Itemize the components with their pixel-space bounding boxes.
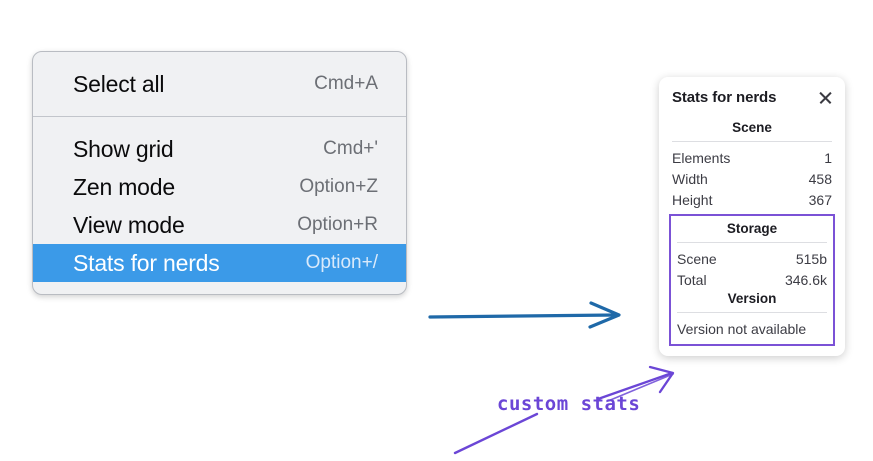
close-icon[interactable] [817, 89, 834, 106]
stat-row: Height 367 [672, 189, 832, 210]
blue-arrow-icon [428, 301, 621, 329]
scene-section-heading: Scene [732, 120, 772, 135]
version-section-heading: Version [727, 291, 777, 306]
menu-item-view-mode[interactable]: View mode Option+R [33, 206, 406, 244]
menu-item-shortcut: Option+R [297, 214, 378, 235]
menu-item-zen-mode[interactable]: Zen mode Option+Z [33, 168, 406, 206]
stat-value: 515b [795, 250, 827, 267]
context-menu: Select all Cmd+A Show grid Cmd+' Zen mod… [32, 51, 407, 295]
version-section-divider [677, 312, 827, 313]
stats-panel-title: Stats for nerds [672, 89, 777, 106]
stats-for-nerds-panel: Stats for nerds Scene Elements 1 Width 4… [659, 77, 845, 356]
menu-item-shortcut: Cmd+' [323, 138, 378, 159]
menu-item-shortcut: Cmd+A [314, 73, 378, 94]
version-section: Version Version not available [674, 290, 830, 339]
menu-item-label: Select all [73, 70, 165, 97]
stat-value: 346.6k [784, 271, 827, 288]
scene-section-divider [672, 141, 832, 142]
stat-key: Width [672, 170, 708, 187]
menu-item-show-grid[interactable]: Show grid Cmd+' [33, 130, 406, 168]
custom-stats-region: Storage Scene 515b Total 346.6k Version … [669, 214, 835, 346]
menu-item-stats-for-nerds[interactable]: Stats for nerds Option+/ [33, 244, 406, 282]
storage-section-divider [677, 242, 827, 243]
stat-row: Width 458 [672, 168, 832, 189]
version-value: Version not available [677, 321, 807, 337]
stat-row: Total 346.6k [677, 269, 827, 290]
stat-row: Elements 1 [672, 147, 832, 168]
stat-key: Scene [677, 250, 717, 267]
stat-value: 458 [808, 170, 832, 187]
scene-section: Scene Elements 1 Width 458 Height 367 [659, 119, 845, 210]
menu-item-label: Zen mode [73, 173, 175, 200]
purple-underline-stroke [453, 412, 539, 455]
stat-key: Height [672, 191, 713, 208]
menu-item-label: Stats for nerds [73, 249, 220, 276]
stats-panel-header: Stats for nerds [659, 89, 845, 106]
menu-item-shortcut: Option+/ [305, 252, 378, 273]
stat-row: Scene 515b [677, 248, 827, 269]
menu-item-label: Show grid [73, 135, 174, 162]
menu-item-label: View mode [73, 211, 185, 238]
menu-group-primary: Select all Cmd+A [33, 52, 406, 117]
handwritten-annotation-label: custom stats [497, 393, 641, 415]
storage-section-heading: Storage [726, 221, 778, 236]
menu-item-select-all[interactable]: Select all Cmd+A [33, 65, 406, 103]
stat-key: Elements [672, 149, 731, 166]
stat-key: Total [677, 271, 707, 288]
menu-group-secondary: Show grid Cmd+' Zen mode Option+Z View m… [33, 117, 406, 294]
stat-value: 367 [808, 191, 832, 208]
stat-value: 1 [824, 149, 832, 166]
menu-item-shortcut: Option+Z [299, 176, 378, 197]
storage-section: Storage Scene 515b Total 346.6k [674, 220, 830, 290]
